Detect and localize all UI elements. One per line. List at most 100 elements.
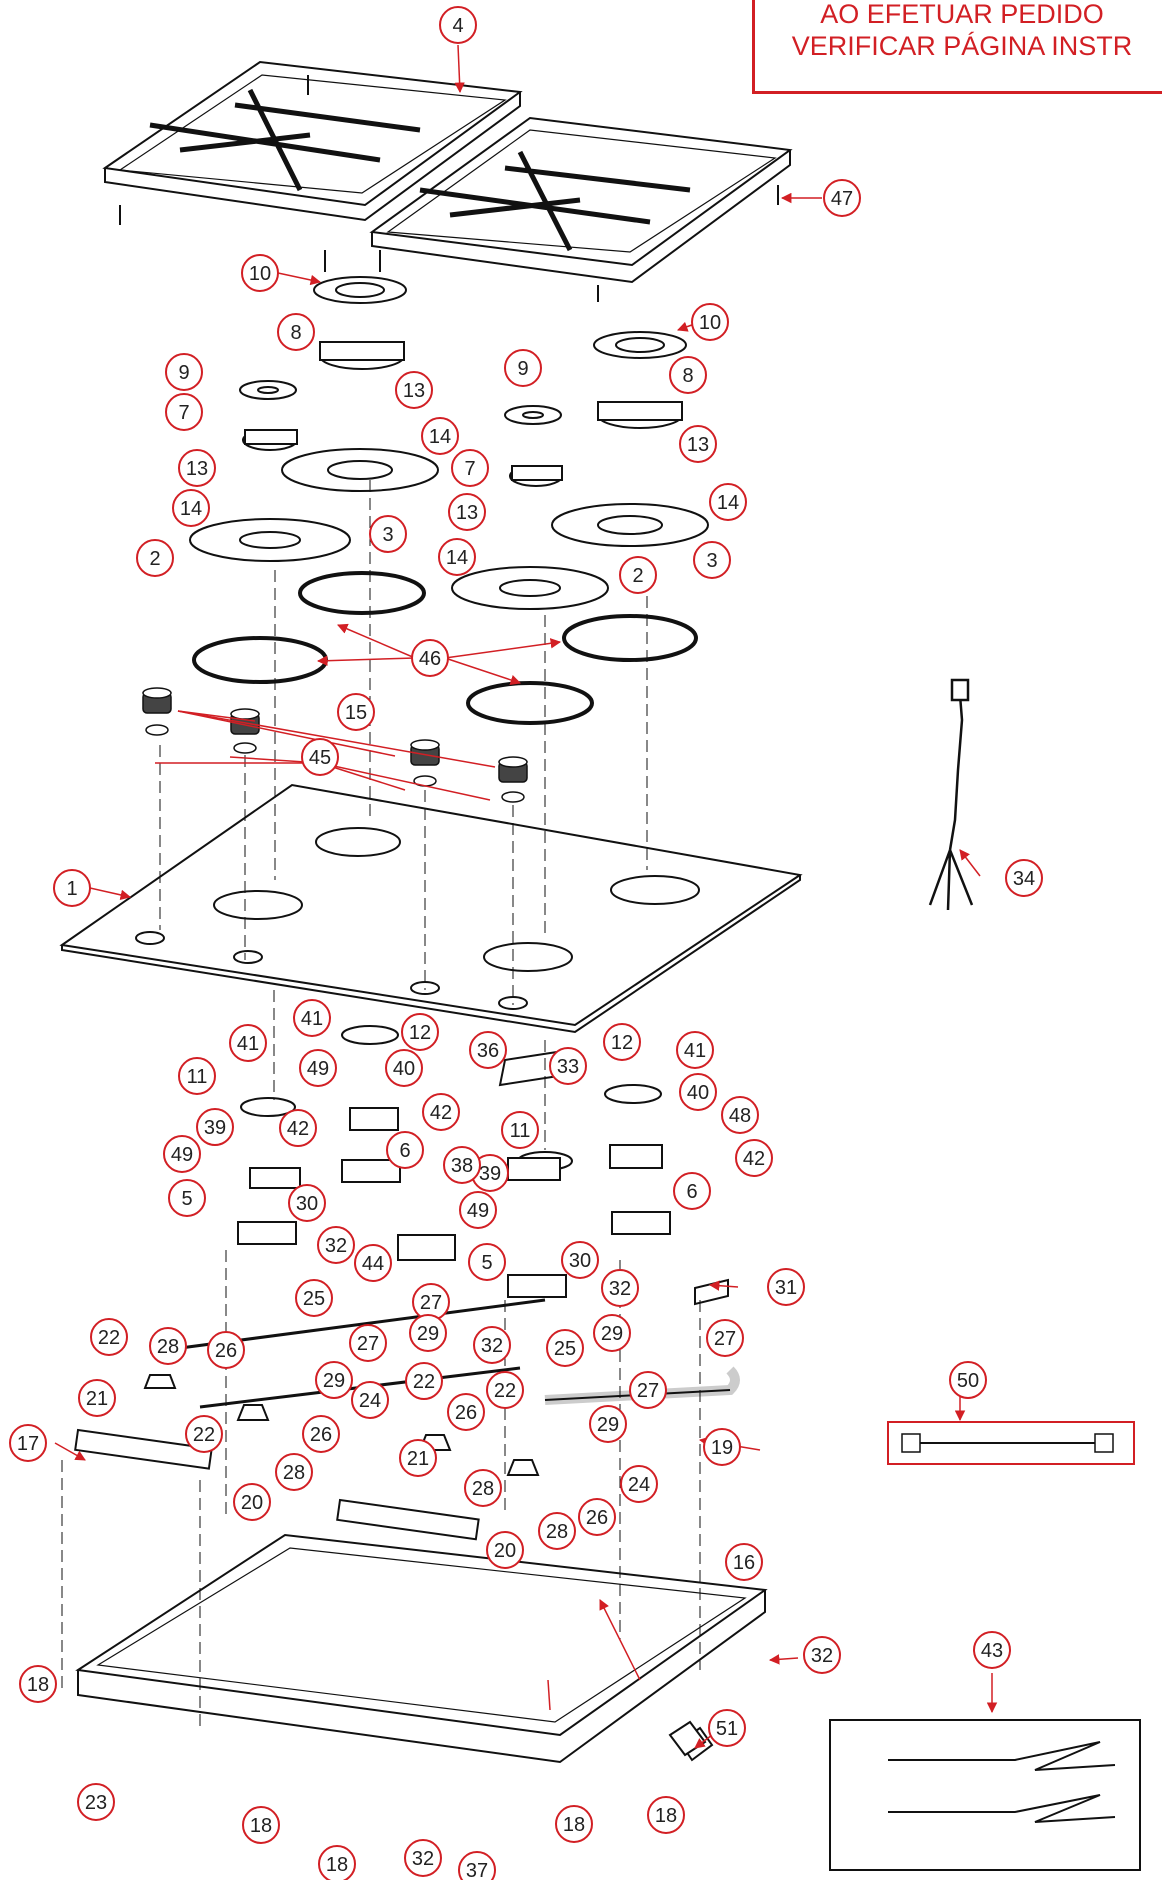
callout-label: 51 xyxy=(716,1718,738,1740)
callout-circle xyxy=(168,1179,206,1217)
order-instruction-note: AO EFETUAR PEDIDO VERIFICAR PÁGINA INSTR xyxy=(752,0,1162,94)
callout-label: 49 xyxy=(171,1144,193,1166)
callout-c2b: 2 xyxy=(619,556,657,594)
callout-label: 49 xyxy=(307,1058,329,1080)
callout-label: 42 xyxy=(430,1102,452,1124)
callout-label: 26 xyxy=(455,1402,477,1424)
cast-iron-grates xyxy=(102,60,793,302)
callout-label: 21 xyxy=(86,1388,108,1410)
callout-label: 18 xyxy=(655,1805,677,1827)
callout-label: 8 xyxy=(682,365,693,387)
callout-circle xyxy=(691,303,729,341)
callout-c3a: 3 xyxy=(369,515,407,553)
power-cord xyxy=(928,678,974,911)
callout-c20a: 20 xyxy=(233,1483,271,1521)
callout-c10b: 10 xyxy=(691,303,729,341)
callout-label: 34 xyxy=(1013,868,1035,890)
callout-c27c: 27 xyxy=(706,1319,744,1357)
callout-circle xyxy=(77,1783,115,1821)
callout-c6a: 6 xyxy=(386,1131,424,1169)
callout-label: 8 xyxy=(290,322,301,344)
callout-circle xyxy=(676,1031,714,1069)
callout-c45: 45 xyxy=(301,738,339,776)
callout-circle xyxy=(619,556,657,594)
callout-circle xyxy=(721,1096,759,1134)
callout-label: 26 xyxy=(215,1340,237,1362)
callout-circle xyxy=(422,1093,460,1131)
callout-label: 22 xyxy=(413,1371,435,1393)
callout-label: 40 xyxy=(687,1082,709,1104)
callout-label: 39 xyxy=(204,1117,226,1139)
callout-circle xyxy=(578,1498,616,1536)
callout-c43: 43 xyxy=(973,1631,1011,1669)
callout-c39a: 39 xyxy=(196,1108,234,1146)
callout-c39b: 39 xyxy=(471,1154,509,1192)
callout-c18a: 18 xyxy=(19,1665,57,1703)
callout-c1: 1 xyxy=(53,869,91,907)
callout-circle xyxy=(767,1268,805,1306)
callout-label: 10 xyxy=(699,312,721,334)
callout-circle xyxy=(241,254,279,292)
callout-label: 29 xyxy=(417,1323,439,1345)
callout-label: 29 xyxy=(323,1370,345,1392)
callout-label: 18 xyxy=(563,1814,585,1836)
callout-circle xyxy=(288,1184,326,1222)
callout-c49c: 49 xyxy=(459,1191,497,1229)
callout-circle xyxy=(301,738,339,776)
callout-circle xyxy=(233,1483,271,1521)
callout-label: 16 xyxy=(733,1552,755,1574)
callout-circle xyxy=(473,1326,511,1364)
callout-label: 44 xyxy=(362,1253,384,1275)
alignment-lines xyxy=(61,480,701,1730)
glass-cooktop xyxy=(59,783,803,1034)
callout-label: 40 xyxy=(393,1058,415,1080)
callout-c29a: 29 xyxy=(409,1314,447,1352)
callout-label: 41 xyxy=(684,1040,706,1062)
callout-label: 30 xyxy=(296,1193,318,1215)
callout-label: 19 xyxy=(711,1437,733,1459)
callout-circle xyxy=(725,1543,763,1581)
callout-c14c: 14 xyxy=(172,489,210,527)
callout-circle xyxy=(603,1023,641,1061)
callout-label: 31 xyxy=(775,1277,797,1299)
callout-label: 26 xyxy=(586,1507,608,1529)
callout-circle xyxy=(207,1331,245,1369)
callout-circle xyxy=(337,693,375,731)
callout-c51: 51 xyxy=(708,1709,746,1747)
callout-label: 14 xyxy=(180,498,202,520)
callout-circle xyxy=(823,179,861,217)
gas-supply-assembly xyxy=(143,1025,740,1476)
callout-circle xyxy=(447,1393,485,1431)
callout-circle xyxy=(555,1805,593,1843)
callout-label: 50 xyxy=(957,1370,979,1392)
callout-label: 14 xyxy=(446,547,468,569)
callout-c14b: 14 xyxy=(709,483,747,521)
callout-circle xyxy=(706,1319,744,1357)
callout-circle xyxy=(275,1453,313,1491)
callout-circle xyxy=(451,449,489,487)
callout-c26b: 26 xyxy=(447,1393,485,1431)
callout-circle xyxy=(53,869,91,907)
callout-c46: 46 xyxy=(411,639,449,677)
callout-c40a: 40 xyxy=(385,1049,423,1087)
callout-circle xyxy=(90,1318,128,1356)
callout-circle xyxy=(405,1362,443,1400)
callout-circle xyxy=(385,1049,423,1087)
callout-circle xyxy=(229,1024,267,1062)
callout-label: 2 xyxy=(632,565,643,587)
callout-c9b: 9 xyxy=(504,349,542,387)
callout-c9a: 9 xyxy=(165,353,203,391)
callout-circle xyxy=(295,1279,333,1317)
callout-label: 28 xyxy=(283,1462,305,1484)
callout-c13c: 13 xyxy=(178,449,216,487)
callout-c24a: 24 xyxy=(351,1381,389,1419)
callout-label: 5 xyxy=(481,1252,492,1274)
callout-c6b: 6 xyxy=(673,1172,711,1210)
callout-label: 37 xyxy=(466,1860,488,1880)
callout-label: 22 xyxy=(98,1327,120,1349)
callout-c40b: 40 xyxy=(679,1073,717,1111)
callout-circle xyxy=(395,371,433,409)
callout-c36: 36 xyxy=(469,1031,507,1069)
callout-label: 9 xyxy=(178,362,189,384)
callout-circle xyxy=(19,1665,57,1703)
